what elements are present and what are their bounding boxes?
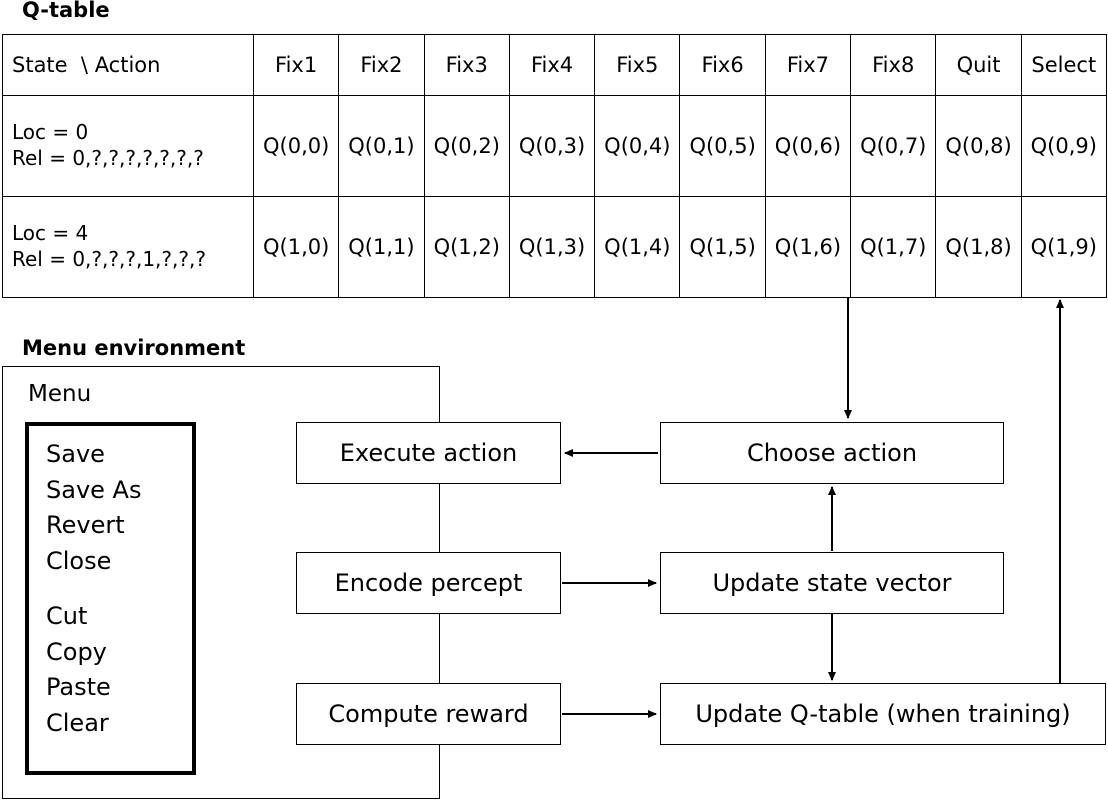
qtable-col-header-fix3: Fix3 — [423, 34, 510, 96]
state-rel-line: Rel = 0,?,?,?,?,?,?,? — [12, 146, 204, 170]
qtable-cell: Q(0,1) — [338, 95, 425, 197]
qtable-corner-header: State \ Action — [2, 34, 254, 96]
qtable-cell: Q(0,8) — [935, 95, 1022, 197]
qtable-cell: Q(1,9) — [1020, 196, 1107, 298]
qtable-col-header-fix6: Fix6 — [679, 34, 766, 96]
qtable-cell: Q(0,6) — [764, 95, 852, 197]
flow-box-execute-action[interactable]: Execute action — [296, 422, 561, 484]
menu-item-group: Save Save As Revert Close Cut Copy Paste… — [29, 426, 192, 741]
menu-item-copy[interactable]: Copy — [46, 637, 107, 666]
qtable-cell: Q(0,3) — [508, 95, 596, 197]
menu-item-save-as[interactable]: Save As — [46, 475, 142, 504]
qtable-cell: Q(1,5) — [679, 196, 766, 298]
qtable-state-cell: Loc = 4 Rel = 0,?,?,?,1,?,?,? — [2, 196, 254, 298]
qtable-cell: Q(1,3) — [508, 196, 596, 298]
menu-item-cut[interactable]: Cut — [46, 602, 88, 631]
qtable-cell: Q(1,6) — [764, 196, 852, 298]
qtable-col-header-fix2: Fix2 — [338, 34, 425, 96]
flow-box-update-state-vector[interactable]: Update state vector — [660, 552, 1004, 614]
qtable-row: Loc = 4 Rel = 0,?,?,?,1,?,?,? Q(1,0) Q(1… — [2, 196, 1107, 298]
menu-item-paste[interactable]: Paste — [46, 673, 111, 702]
qtable-state-cell: Loc = 0 Rel = 0,?,?,?,?,?,?,? — [2, 95, 254, 197]
qtable-header-row: State \ Action Fix1 Fix2 Fix3 Fix4 Fix5 … — [2, 34, 1107, 96]
menu-label: Menu — [28, 381, 92, 407]
qtable-col-header-fix8: Fix8 — [850, 34, 937, 96]
menu-separator — [46, 579, 192, 599]
flow-box-compute-reward[interactable]: Compute reward — [296, 683, 561, 745]
qtable-col-header-quit: Quit — [935, 34, 1022, 96]
qtable-cell: Q(1,8) — [935, 196, 1022, 298]
qtable-col-header-fix4: Fix4 — [508, 34, 596, 96]
state-loc-line: Loc = 0 — [12, 120, 89, 145]
qtable-cell: Q(1,2) — [423, 196, 510, 298]
qtable-col-header-fix5: Fix5 — [594, 34, 681, 96]
qtable-col-header-select: Select — [1020, 34, 1107, 96]
menu-list[interactable]: Save Save As Revert Close Cut Copy Paste… — [25, 422, 196, 775]
flow-box-encode-percept[interactable]: Encode percept — [296, 552, 561, 614]
menu-item-save[interactable]: Save — [46, 440, 105, 468]
menu-environment-section-title: Menu environment — [22, 336, 246, 360]
qtable-cell: Q(1,4) — [594, 196, 681, 298]
qtable-cell: Q(0,5) — [679, 95, 766, 197]
menu-item-clear[interactable]: Clear — [46, 708, 109, 737]
qtable-cell: Q(0,4) — [594, 95, 681, 197]
state-loc-line: Loc = 4 — [12, 221, 89, 246]
flow-box-choose-action[interactable]: Choose action — [660, 422, 1004, 484]
qtable-cell: Q(0,0) — [252, 95, 340, 197]
menu-item-close[interactable]: Close — [46, 546, 112, 575]
qtable-col-header-fix1: Fix1 — [252, 34, 340, 96]
flow-box-update-qtable[interactable]: Update Q-table (when training) — [660, 683, 1106, 745]
qtable: State \ Action Fix1 Fix2 Fix3 Fix4 Fix5 … — [2, 34, 1107, 298]
qtable-col-header-fix7: Fix7 — [764, 34, 852, 96]
qtable-section-title: Q-table — [22, 0, 110, 22]
qtable-row: Loc = 0 Rel = 0,?,?,?,?,?,?,? Q(0,0) Q(0… — [2, 95, 1107, 197]
qtable-cell: Q(0,7) — [850, 95, 937, 197]
qtable-cell: Q(1,7) — [850, 196, 937, 298]
qtable-cell: Q(0,9) — [1020, 95, 1107, 197]
qtable-cell: Q(1,0) — [252, 196, 340, 298]
state-rel-line: Rel = 0,?,?,?,1,?,?,? — [12, 247, 206, 271]
qtable-cell: Q(1,1) — [338, 196, 425, 298]
menu-item-revert[interactable]: Revert — [46, 511, 125, 540]
qtable-cell: Q(0,2) — [423, 95, 510, 197]
